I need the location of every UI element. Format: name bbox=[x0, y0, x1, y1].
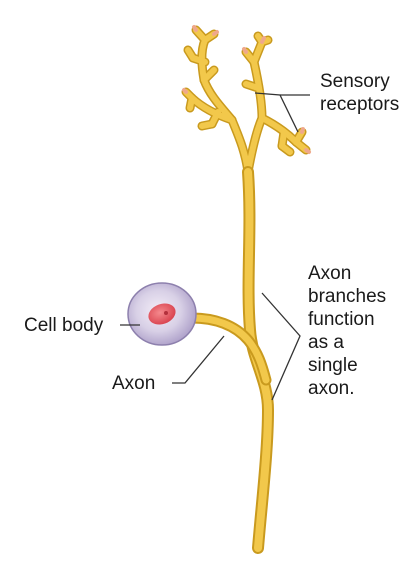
axon-branches-line-5: single bbox=[308, 355, 358, 376]
sensory-receptors-line-2: receptors bbox=[320, 94, 400, 115]
axon-branches-line-3: function bbox=[308, 309, 375, 330]
axon-branches-line-1: Axon bbox=[308, 263, 352, 284]
axon-label: Axon bbox=[112, 373, 156, 394]
cell-body-label: Cell body bbox=[24, 315, 104, 336]
nucleus bbox=[148, 303, 176, 325]
axon-branches-line-4: as a bbox=[308, 332, 344, 353]
sensory-receptors-label: Sensory receptors bbox=[320, 70, 399, 116]
axon bbox=[186, 312, 272, 386]
axon-branches-line-6: axon. bbox=[308, 378, 355, 399]
sensory-receptors-line-1: Sensory bbox=[320, 71, 390, 92]
axon-branches-label: Axon branches function as a single axon. bbox=[308, 262, 386, 400]
axon-leader bbox=[172, 335, 225, 384]
axon-branches-leader bbox=[261, 292, 301, 401]
leader-lines bbox=[120, 92, 310, 401]
axon-branches-line-2: branches bbox=[308, 286, 387, 307]
cell-body bbox=[127, 282, 197, 346]
sensory-receptor-branches bbox=[181, 25, 311, 177]
